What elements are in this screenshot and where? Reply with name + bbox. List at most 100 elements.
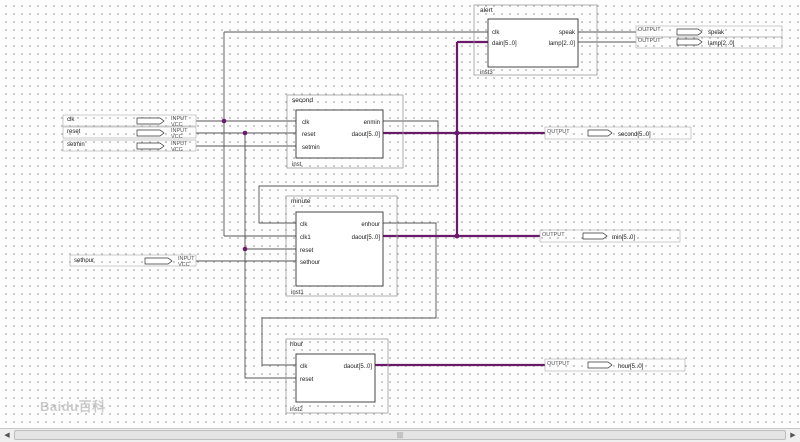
block-alert[interactable]: alert clk dain[5..0] speak lamp[2..0] in… (473, 4, 598, 76)
block-alert-inst: inst3 (480, 70, 493, 76)
port-alert-dain: dain[5..0] (492, 41, 517, 47)
output-pin-second-type: OUTPUT (547, 129, 570, 135)
wire-group (196, 31, 636, 379)
junction-bus-minute (454, 233, 460, 239)
port-alert-clk: clk (492, 30, 500, 36)
output-pin-hour-type: OUTPUT (547, 361, 570, 367)
output-pin-min-shape (582, 232, 608, 240)
port-minute-clk: clk (300, 222, 308, 228)
input-pin-setmin-frame (62, 139, 197, 152)
input-pin-reset-frame (62, 126, 197, 139)
junction-bus-second (454, 130, 460, 136)
output-pin-speak-type: OUTPUT (638, 27, 661, 33)
junction-reset-minute (242, 246, 248, 252)
input-pin-setmin-shape (136, 142, 165, 150)
input-pin-clk-name: clk (67, 117, 75, 123)
output-pin-second-shape (587, 129, 613, 137)
output-pin-hour-name: hour[5..0] (618, 364, 644, 370)
output-pin-lamp-type: OUTPUT (638, 38, 661, 44)
scrollbar-thumb[interactable]: ||| (14, 430, 786, 440)
output-pin-lamp-shape (676, 38, 703, 46)
input-pin-clk-sub: VCC (171, 122, 183, 128)
input-pin-clk-frame (62, 114, 197, 127)
block-hour-body (295, 353, 376, 403)
schematic-canvas[interactable]: alert clk dain[5..0] speak lamp[2..0] in… (0, 0, 800, 428)
block-second[interactable]: second clk reset setmin enmin daout[5..0… (286, 94, 404, 169)
block-second-body (295, 109, 384, 159)
output-pin-lamp-name: lamp[2..0] (708, 41, 735, 47)
block-alert-body (487, 18, 579, 68)
block-alert-title: alert (480, 7, 493, 14)
output-pin-second-name: second[5..0] (618, 132, 651, 138)
input-pin-sethour-frame (69, 254, 197, 267)
input-pin-setmin-sub: VCC (171, 147, 183, 153)
output-pin-second[interactable]: OUTPUT second[5..0] (544, 126, 692, 140)
block-second-inst: inst (292, 162, 302, 168)
block-hour-title: hour (290, 341, 304, 348)
block-minute[interactable]: minute clk clk1 reset sethour enhour dao… (285, 195, 398, 297)
junction-clk (221, 118, 227, 124)
input-pin-clk[interactable]: clk INPUT VCC (62, 114, 197, 128)
port-hour-daout: daout[5..0] (344, 364, 373, 370)
output-pin-second-frame (544, 126, 692, 140)
block-hour-inst: inst2 (290, 407, 303, 413)
port-second-clk: clk (302, 120, 310, 126)
scroll-right-arrow-icon[interactable]: ▶ (790, 431, 796, 439)
input-pin-sethour[interactable]: sethour INPUT VCC (69, 254, 197, 268)
horizontal-scrollbar[interactable]: ◀ ||| ▶ (0, 428, 800, 442)
output-pin-hour[interactable]: OUTPUT hour[5..0] (544, 358, 686, 372)
block-hour[interactable]: hour clk reset daout[5..0] inst2 (285, 338, 389, 414)
port-alert-speak: speak (559, 30, 576, 36)
wire-enhour (261, 222, 437, 366)
block-minute-frame (285, 195, 398, 297)
input-pin-setmin-type: INPUT (171, 141, 188, 147)
output-pin-min-type: OUTPUT (542, 232, 565, 238)
output-pin-speak-name: speak (708, 30, 725, 36)
junction-group (221, 118, 460, 252)
output-pin-min-name: min[5..0] (612, 235, 635, 241)
input-pin-sethour-shape (144, 257, 173, 265)
port-second-reset: reset (302, 132, 316, 138)
input-pin-clk-type: INPUT (171, 116, 188, 122)
input-pin-reset-shape (136, 129, 165, 137)
port-minute-clk1: clk1 (300, 235, 311, 241)
block-second-title: second (292, 97, 313, 104)
port-second-daout: daout[5..0] (352, 132, 381, 138)
output-pin-speak[interactable]: OUTPUT speak (635, 25, 783, 38)
block-second-frame (286, 94, 404, 169)
output-pin-min[interactable]: OUTPUT min[5..0] (539, 229, 681, 243)
scrollbar-grip-icon: ||| (396, 432, 404, 439)
port-second-setmin: setmin (302, 145, 320, 151)
input-pin-reset-name: reset (67, 129, 81, 135)
output-pin-speak-shape (676, 28, 703, 36)
port-minute-enhour: enhour (361, 222, 380, 228)
block-minute-title: minute (291, 198, 311, 205)
port-hour-reset: reset (300, 377, 314, 383)
input-pin-reset-type: INPUT (171, 128, 188, 134)
port-alert-lamp: lamp[2..0] (549, 41, 576, 47)
port-minute-sethour: sethour (300, 260, 320, 266)
block-alert-frame (473, 4, 598, 76)
output-pin-hour-frame (544, 358, 686, 372)
schematic-diagram: alert clk dain[5..0] speak lamp[2..0] in… (62, 4, 783, 414)
junction-reset (242, 130, 248, 136)
watermark-logo: Baidu百科 (40, 399, 106, 414)
port-second-enmin: enmin (364, 120, 380, 126)
port-minute-reset: reset (300, 248, 314, 254)
output-pin-lamp-frame (635, 36, 783, 49)
wire-enmin (258, 120, 439, 224)
input-pin-sethour-sub: VCC (178, 262, 190, 268)
output-pin-lamp[interactable]: OUTPUT lamp[2..0] (635, 36, 783, 49)
bus-group (375, 40, 545, 367)
input-pin-setmin-name: setmin (67, 142, 85, 148)
output-pin-hour-shape (587, 361, 613, 369)
input-pin-reset-sub: VCC (171, 134, 183, 140)
output-pin-min-frame (539, 229, 681, 243)
block-minute-body (295, 211, 384, 287)
scroll-left-arrow-icon[interactable]: ◀ (4, 431, 10, 439)
input-pin-setmin[interactable]: setmin INPUT VCC (62, 139, 197, 153)
input-pin-sethour-name: sethour (74, 258, 94, 264)
input-pin-sethour-type: INPUT (178, 256, 195, 262)
input-pin-reset[interactable]: reset INPUT VCC (62, 126, 197, 140)
port-hour-clk: clk (300, 364, 308, 370)
